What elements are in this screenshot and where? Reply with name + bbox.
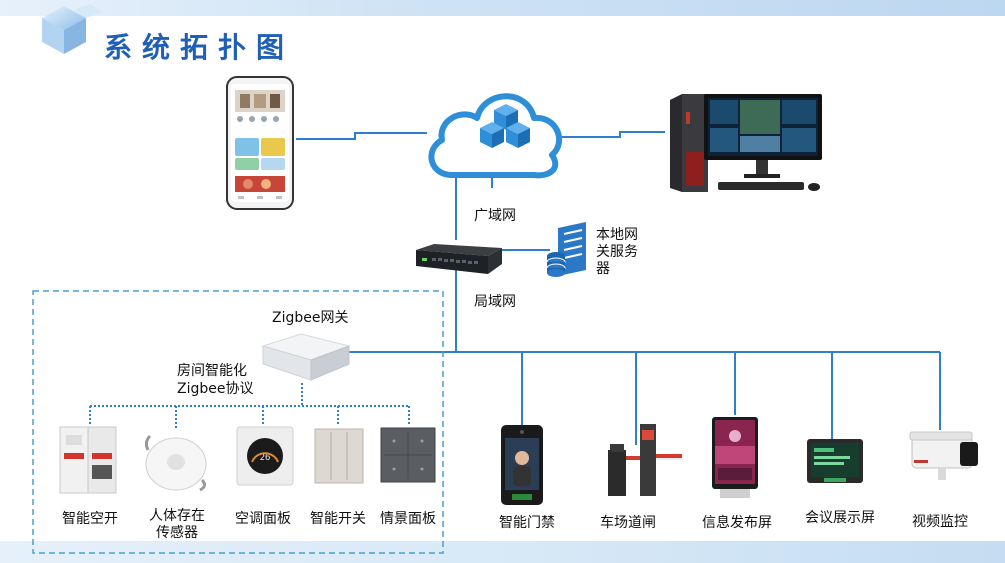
meeting-screen-icon bbox=[807, 439, 863, 483]
room-device-label: 智能空开 bbox=[62, 511, 118, 527]
lan-label: 局域网 bbox=[474, 294, 516, 310]
page-title: 系统拓扑图 bbox=[104, 31, 295, 64]
zigbee-gateway-label: Zigbee网关 bbox=[272, 310, 349, 326]
local-gateway-server-line3: 器 bbox=[596, 261, 610, 277]
local-gateway-server-line2: 关服务 bbox=[596, 244, 638, 260]
switch-icon bbox=[314, 428, 364, 484]
cloud-icon bbox=[428, 93, 563, 179]
room-device-label: 人体存在 传感器 bbox=[137, 508, 217, 542]
room-device-label: 情景面板 bbox=[380, 511, 436, 527]
bottom-band bbox=[0, 541, 1005, 563]
lan-device-label: 车场道闸 bbox=[600, 515, 656, 531]
zigbee-gateway-icon bbox=[261, 333, 351, 381]
local-gateway-server-label: 本地网 关服务 器 bbox=[596, 227, 638, 278]
presence-sensor-icon bbox=[144, 434, 207, 492]
cloud-cubes-icon bbox=[480, 104, 530, 148]
thermostat-icon: 26 bbox=[236, 426, 294, 486]
breaker-icon bbox=[59, 426, 117, 494]
barrier-gate-icon bbox=[608, 424, 682, 496]
logo-cubes-icon bbox=[42, 4, 102, 54]
room-device-label: 智能开关 bbox=[310, 511, 366, 527]
mobile-app-phone-icon bbox=[226, 76, 294, 210]
gateway-server-icon bbox=[546, 222, 586, 277]
lan-device-label: 会议展示屏 bbox=[805, 510, 875, 526]
network-switch-icon bbox=[416, 244, 502, 274]
lan-device-label: 视频监控 bbox=[912, 514, 968, 530]
kiosk-display-icon bbox=[712, 417, 758, 498]
face-terminal-icon bbox=[501, 425, 543, 505]
room-protocol-line1: 房间智能化 bbox=[177, 363, 247, 379]
room-protocol-line2: Zigbee协议 bbox=[177, 381, 254, 397]
camera-icon bbox=[909, 431, 978, 480]
svg-text:26: 26 bbox=[260, 453, 271, 463]
scene-panel-icon bbox=[380, 427, 436, 483]
room-protocol-label: 房间智能化 Zigbee协议 bbox=[177, 362, 253, 398]
top-band bbox=[0, 0, 1005, 16]
room-device-label-line1: 人体存在 bbox=[149, 508, 205, 524]
lan-device-label: 智能门禁 bbox=[499, 515, 555, 531]
desktop-computer-icon bbox=[670, 94, 822, 192]
room-device-label: 空调面板 bbox=[235, 511, 291, 527]
room-device-label-line2: 传感器 bbox=[156, 525, 198, 541]
lan-device-label: 信息发布屏 bbox=[702, 515, 772, 531]
local-gateway-server-line1: 本地网 bbox=[596, 227, 638, 243]
wan-label: 广域网 bbox=[474, 208, 516, 224]
